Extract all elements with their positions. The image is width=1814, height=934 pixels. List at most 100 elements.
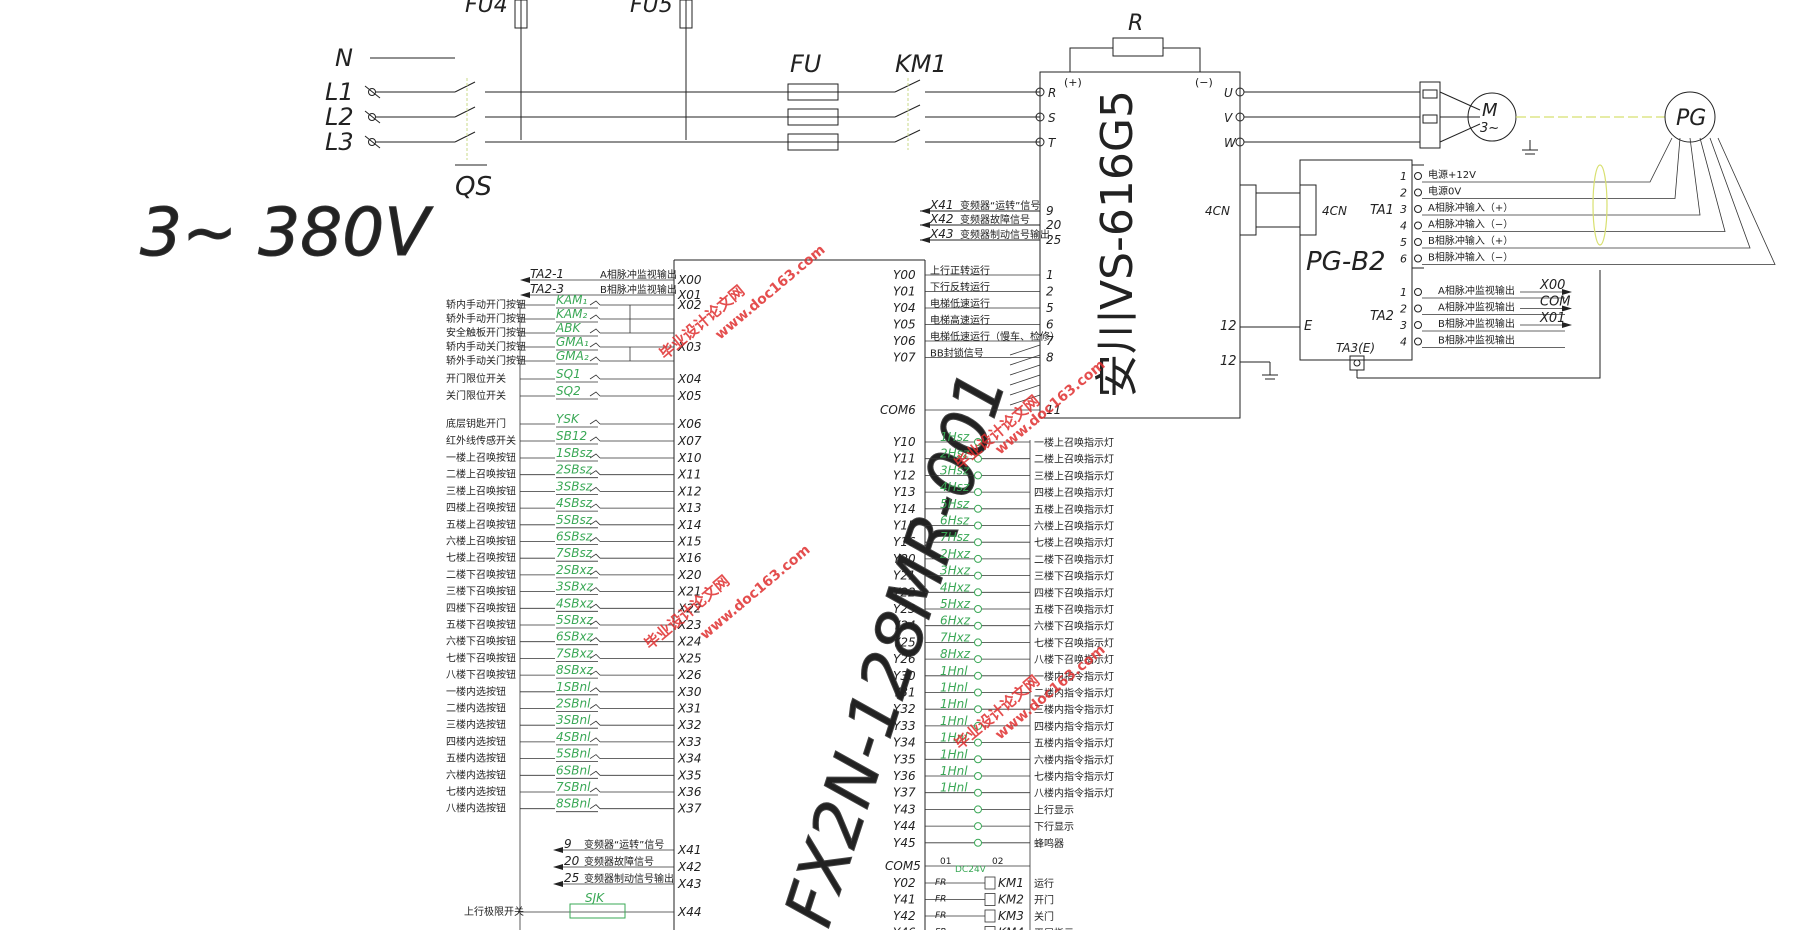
plc-output-device: 2Hsz	[940, 447, 970, 461]
plc-y-Y45: Y45	[893, 836, 916, 850]
plc-output-text: 四楼下召唤指示灯	[1034, 586, 1114, 599]
plc-invin-num: 20	[564, 854, 580, 868]
plc-invin-num: 9	[564, 837, 572, 851]
ta1-num: 6	[1400, 253, 1407, 266]
plc-y-Y35: Y35	[893, 752, 916, 766]
plc-output-text: 一楼内指令指示灯	[1034, 670, 1114, 683]
plc-y-Y31: Y31	[893, 686, 916, 700]
plc-input-device: 2SBnl	[556, 697, 591, 711]
plc-output-text: 二楼内指令指示灯	[1034, 687, 1114, 700]
ta2-num: 4	[1400, 336, 1407, 349]
plc-input-label: 七楼上召唤按钮	[446, 551, 516, 564]
fuse-fu-c	[787, 133, 839, 151]
plc-x-X23: X23	[677, 618, 702, 632]
plc-input-device: 2SBxz	[556, 563, 594, 577]
plc-input-device: 6SBsz	[556, 530, 593, 544]
fu5-label: FU5	[630, 0, 673, 18]
plc-output-device: 2Hxz	[940, 547, 971, 561]
plc-x-X15: X15	[677, 535, 702, 549]
plc-output-text: 二楼下召唤指示灯	[1034, 553, 1114, 566]
plc-input-label: 二楼内选按钮	[446, 702, 506, 715]
plc-com5: COM5	[885, 859, 921, 873]
plc-y-Y02: Y02	[893, 876, 916, 890]
terminal-w: W	[1224, 136, 1237, 150]
terminal-u: U	[1224, 86, 1233, 100]
inverter-title: 安川VS-616G5	[1092, 90, 1143, 398]
plc-input-device: SQ2	[556, 384, 581, 398]
plc-x-X35: X35	[677, 768, 702, 782]
inv-in-text: 变频器制动信号输出	[960, 228, 1050, 241]
plc-input-label: 六楼内选按钮	[446, 768, 506, 781]
ta2-text: A相脉冲监视输出	[1438, 284, 1515, 297]
plc-input-label: 红外线传感开关	[446, 434, 516, 447]
plc-input-label: 开门限位开关	[446, 372, 506, 385]
inv-pin: 25	[1046, 233, 1061, 247]
inv-pin: 1	[1046, 268, 1054, 282]
plc-input-label: 底层钥匙开门	[446, 417, 506, 430]
plc-output-text: 五楼下召唤指示灯	[1034, 603, 1114, 616]
connector-4cn-right	[1299, 184, 1317, 236]
inv-in-text: 变频器“运转”信号	[960, 199, 1040, 212]
plc-x-X24: X24	[677, 635, 702, 649]
plc-y-Y37: Y37	[893, 786, 916, 800]
plc-y-Y22: Y22	[893, 585, 916, 599]
fu4-label: FU4	[465, 0, 508, 18]
ta2-num: 3	[1400, 319, 1407, 332]
plc-input-label: 轿外手动开门按钮	[446, 312, 526, 325]
plc-y-Y24: Y24	[893, 619, 916, 633]
supply-voltage: 3~ 380V	[140, 194, 433, 271]
plc-x-X01: X01	[677, 288, 702, 302]
plc: FX2N-128MR-001	[673, 259, 1022, 934]
plc-x-X37: X37	[677, 802, 702, 816]
plc-input-device: 4SBnl	[556, 730, 591, 744]
plc-x-X14: X14	[677, 518, 702, 532]
plc-input-device: 7SBsz	[556, 546, 593, 560]
ta1-text: A相脉冲输入（+）	[1428, 201, 1513, 214]
plc-output-device: 6Hxz	[940, 614, 971, 628]
plc-output-device: 6Hsz	[940, 514, 970, 528]
plc-output-text: 八楼内指令指示灯	[1034, 787, 1114, 800]
phase-l2: L2	[325, 103, 354, 131]
plc-output-device: 1Hsz	[940, 430, 970, 444]
plc-input-device: GMA₂	[556, 349, 589, 363]
plc-input-device: 6SBnl	[556, 763, 591, 777]
ta1-num: 2	[1400, 187, 1407, 200]
ta2-label: TA2	[1370, 309, 1394, 324]
inv-pin: 20	[1046, 218, 1062, 232]
ta2-text: B相脉冲监视输出	[1438, 334, 1515, 347]
plc-output-device: 5Hxz	[940, 597, 971, 611]
limit-device: SJK	[585, 891, 605, 905]
plc-y-Y23: Y23	[893, 602, 916, 616]
plc-input-label: 六楼下召唤按钮	[446, 635, 516, 648]
contactor-km1: KM1	[895, 50, 947, 78]
plc-x-X16: X16	[677, 551, 702, 565]
terminal-t: T	[1048, 136, 1057, 150]
ta1-text: 电源+12V	[1428, 168, 1476, 181]
plc-x-X44: X44	[677, 905, 702, 919]
plc-x-X10: X10	[677, 451, 702, 465]
ta1-text: B相脉冲输入（+）	[1428, 234, 1513, 247]
plc-output-text: 三楼内指令指示灯	[1034, 703, 1114, 716]
plc-input-device: YSK	[556, 412, 580, 426]
ta3-label: TA3(E)	[1336, 341, 1375, 355]
plc-output-text: 一楼上召唤指示灯	[1034, 436, 1114, 449]
plc-output-text: 七楼下召唤指示灯	[1034, 636, 1114, 649]
plc-x-X02: X02	[677, 298, 702, 312]
plc-input-label: 关门限位开关	[446, 389, 506, 402]
plc-y-Y44: Y44	[893, 819, 916, 833]
plc-input-device: ABK	[555, 321, 581, 335]
plc-output-text: 六楼下召唤指示灯	[1034, 620, 1114, 633]
plc-input-label: 四楼上召唤按钮	[446, 501, 516, 514]
plc-x-X07: X07	[677, 434, 702, 448]
terminal-r: R	[1048, 86, 1056, 100]
plc-y-Y01: Y01	[893, 285, 916, 299]
plc-y-Y14: Y14	[893, 502, 916, 516]
relay-fr: FR	[935, 895, 946, 905]
ta1-num: 4	[1400, 220, 1407, 233]
phase-n: N	[335, 44, 353, 72]
plc-input-device: 5SBnl	[556, 747, 591, 761]
ta1-text: A相脉冲输入（−）	[1428, 218, 1513, 231]
plc-output-text: 四楼上召唤指示灯	[1034, 486, 1114, 499]
